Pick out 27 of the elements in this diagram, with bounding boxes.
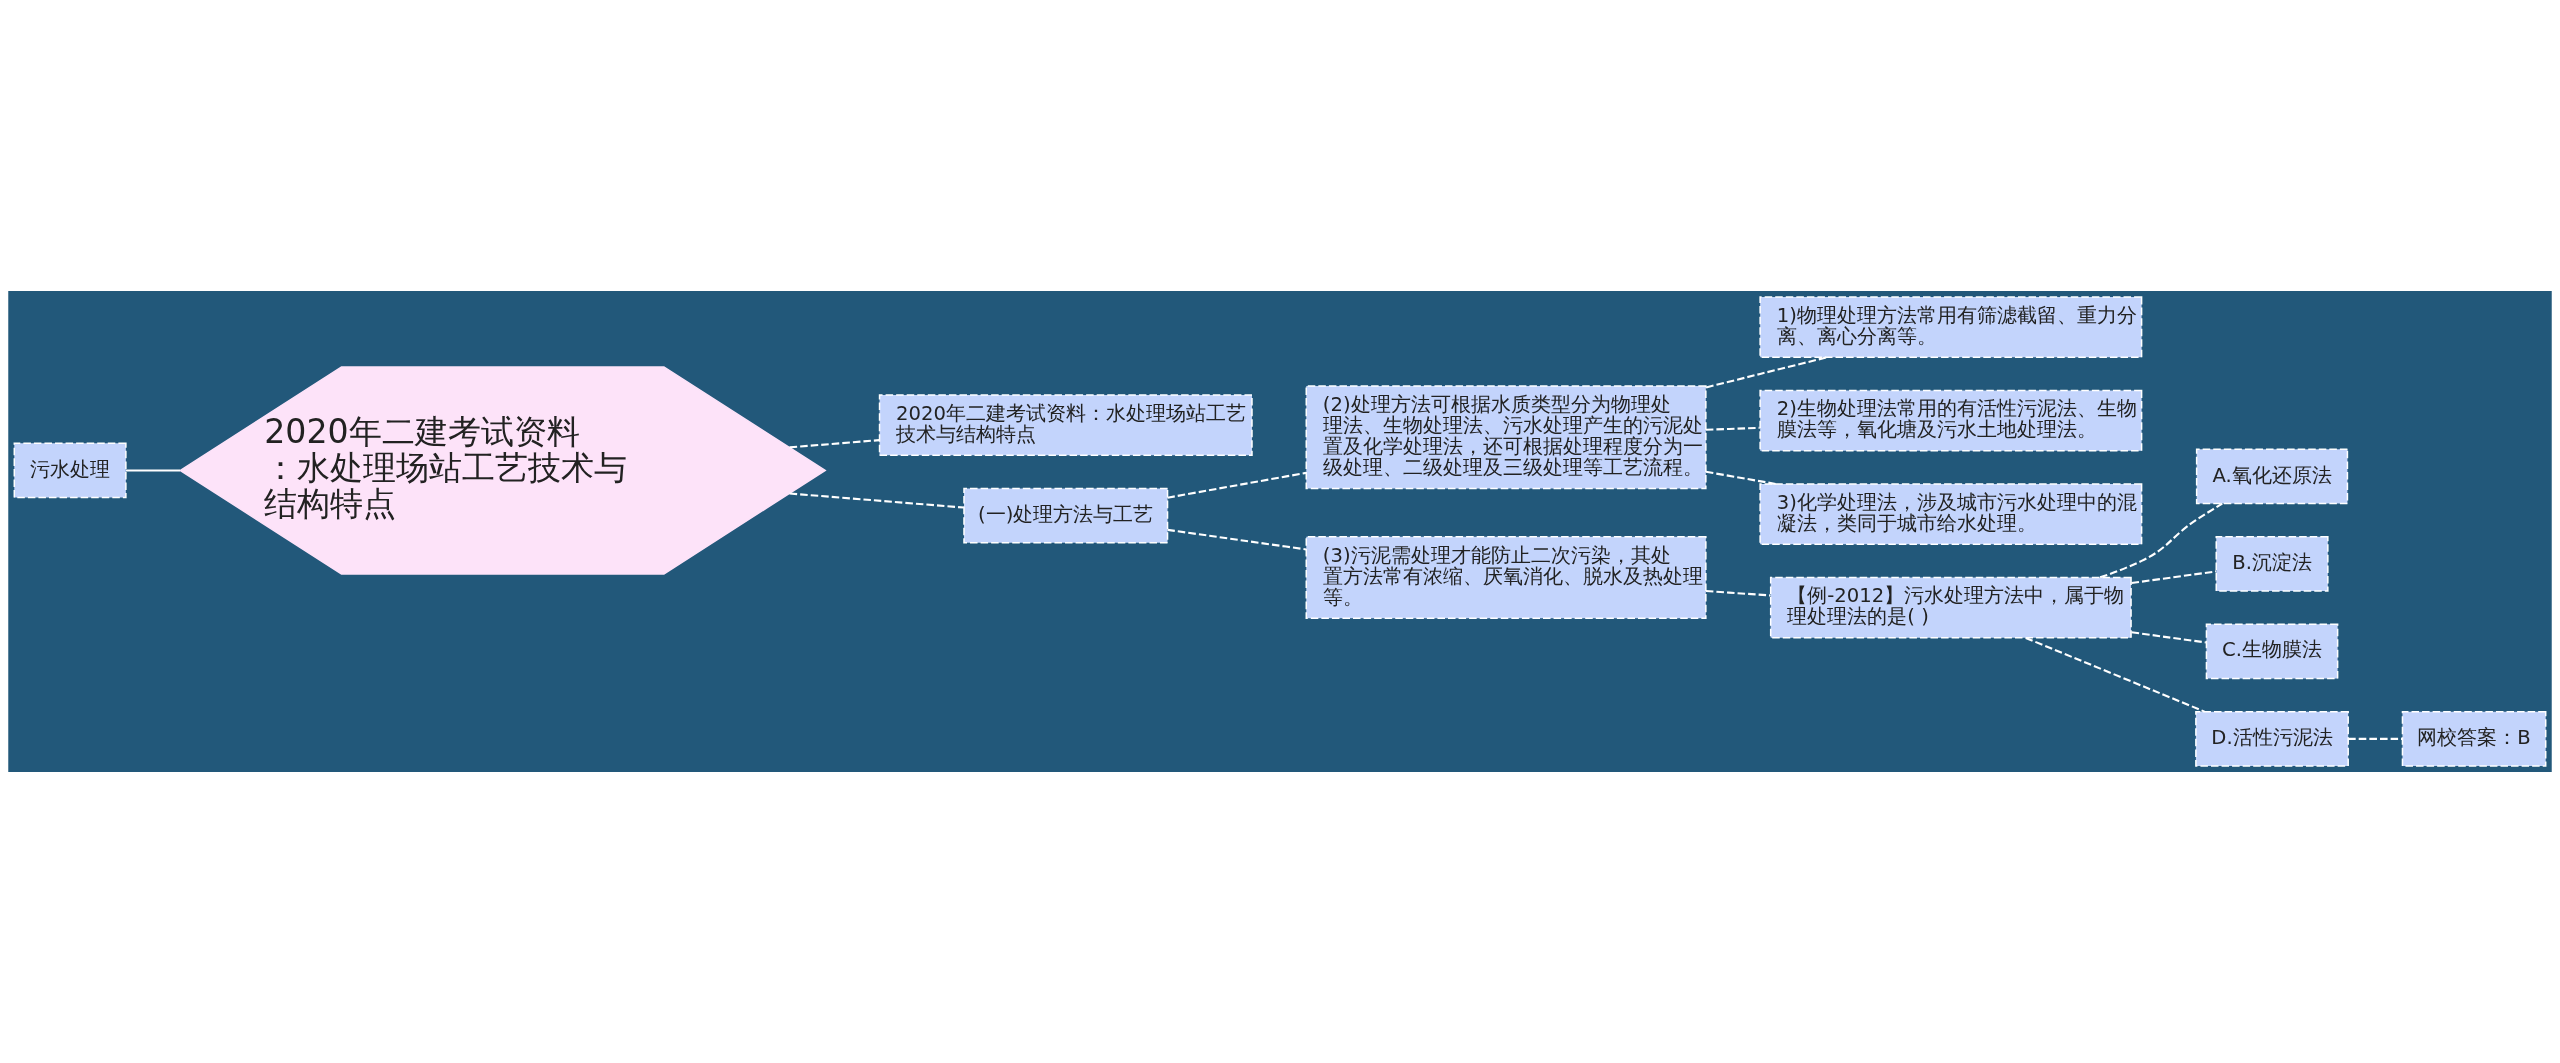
node-box: 污水处理 (13, 442, 127, 499)
node-box: (一)处理方法与工艺 (963, 487, 1169, 544)
connector (789, 439, 880, 449)
node-box: 3)化学处理法，涉及城市污水处理中的混凝法，类同于城市给水处理。 (1759, 483, 2143, 546)
connector (1167, 471, 1307, 499)
node-box: D.活性污泥法 (2195, 710, 2349, 767)
connector (789, 492, 964, 509)
connector (1705, 470, 1777, 486)
connector (1705, 589, 1771, 597)
connector (126, 469, 181, 472)
node-box: C.生物膜法 (2205, 623, 2339, 680)
node-box: A.氧化还原法 (2195, 448, 2349, 505)
node-box: 网校答案：B (2401, 710, 2547, 767)
node-box: (2)处理方法可根据水质类型分为物理处理法、生物处理法、污水处理产生的污泥处置及化学处理法，还可根据处理程度分为一级处理、二级处理及三级处理等工艺流程。 (1305, 385, 1707, 490)
connector (1167, 528, 1307, 551)
node-box: 1)物理处理方法常用有筛滤截留、重力分离、离心分离等。 (1759, 296, 2143, 359)
node-box: 2)生物处理法常用的有活性污泥法、生物膜法等，氧化塘及污水土地处理法。 (1759, 389, 2143, 452)
node-box: B.沉淀法 (2215, 536, 2329, 592)
node-box: 2020年二建考试资料：水处理场站工艺技术与结构特点 (878, 394, 1253, 457)
connector (2025, 636, 2205, 713)
connector (2099, 502, 2223, 579)
connector (2131, 570, 2217, 585)
connector (1705, 426, 1760, 431)
node-box: 【例-2012】污水处理方法中，属于物理处理法的是( ) (1769, 576, 2132, 639)
connector (2348, 737, 2403, 740)
connector (2131, 631, 2206, 644)
node-box: (3)污泥需处理才能防止二次污染，其处置方法常有浓缩、厌氧消化、脱水及热处理等。 (1305, 536, 1707, 619)
